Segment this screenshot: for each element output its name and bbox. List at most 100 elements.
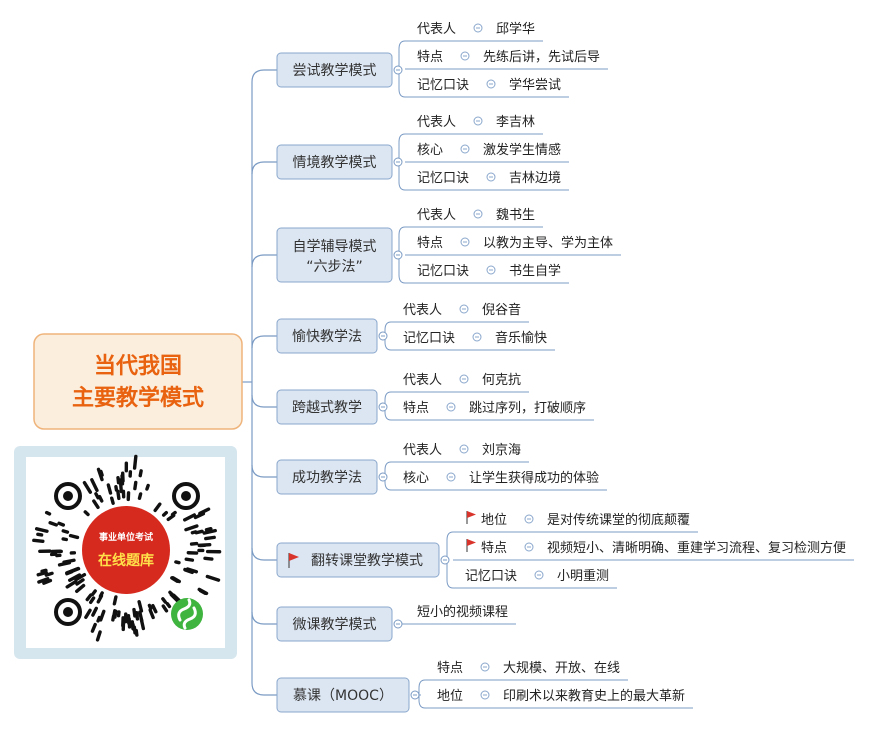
leaf-item[interactable]: 特点先练后讲，先试后导 — [417, 50, 600, 65]
collapse-toggle-icon[interactable] — [378, 472, 388, 482]
branch-node[interactable]: 慕课（MOOC） — [276, 677, 420, 713]
leaf-item[interactable]: 短小的视频课程 — [417, 604, 508, 620]
qr-dot — [204, 526, 213, 532]
collapse-toggle-icon[interactable] — [473, 116, 483, 126]
branch-label: 翻转课堂教学模式 — [311, 553, 423, 569]
collapse-toggle-icon[interactable] — [486, 265, 496, 275]
leaf-item[interactable]: 代表人何克抗 — [403, 372, 521, 388]
collapse-toggle-icon[interactable] — [524, 542, 534, 552]
leaf-item[interactable]: 记忆口诀吉林边境 — [417, 170, 561, 186]
leaf-item[interactable]: 代表人邱学华 — [417, 21, 535, 37]
leaf-key: 核心 — [403, 471, 429, 486]
collapse-toggle-icon[interactable] — [459, 304, 469, 314]
leaf-value: 以教为主导、学为主体 — [483, 235, 613, 251]
leaf-item[interactable]: 特点视频短小、清晰明确、重建学习流程、复习检测方便 — [466, 539, 846, 556]
leaf-item[interactable]: 地位印刷术以来教育史上的最大革新 — [437, 688, 685, 704]
leaf-value: 大规模、开放、在线 — [503, 661, 620, 676]
collapse-toggle-icon[interactable] — [460, 51, 470, 61]
collapse-toggle-icon[interactable] — [393, 619, 403, 629]
qr-dot — [183, 567, 193, 574]
leaf-value: 印刷术以来教育史上的最大革新 — [503, 688, 685, 704]
leaf-key: 特点 — [437, 661, 463, 676]
collapse-toggle-icon[interactable] — [460, 144, 470, 154]
collapse-toggle-icon[interactable] — [460, 237, 470, 247]
collapse-toggle-icon[interactable] — [486, 79, 496, 89]
branch-node[interactable]: 跨越式教学 — [276, 389, 388, 425]
branch-node[interactable]: 翻转课堂教学模式 — [276, 542, 450, 578]
collapse-toggle-icon[interactable] — [472, 332, 482, 342]
leaf-value: 书生自学 — [509, 263, 561, 279]
leaf-value: 小明重测 — [557, 568, 609, 584]
collapse-toggle-icon[interactable] — [486, 172, 496, 182]
qr-dot — [75, 578, 85, 586]
collapse-toggle-icon[interactable] — [459, 444, 469, 454]
qr-dot — [88, 596, 96, 605]
root-title-line-1: 当代我国 — [94, 354, 182, 379]
qr-dot — [138, 469, 143, 478]
leaf-item[interactable]: 特点以教为主导、学为主体 — [417, 235, 613, 251]
qr-dot — [91, 606, 98, 617]
collapse-toggle-icon[interactable] — [473, 23, 483, 33]
branch-node[interactable]: 愉快教学法 — [276, 318, 388, 354]
collapse-toggle-icon[interactable] — [393, 250, 403, 260]
qr-dot — [96, 594, 104, 604]
qr-dot — [61, 529, 70, 534]
leaf-item[interactable]: 代表人倪谷音 — [403, 302, 521, 318]
leaf-item[interactable]: 记忆口诀学华尝试 — [417, 77, 561, 93]
collapse-toggle-icon[interactable] — [378, 402, 388, 412]
qr-dot — [83, 510, 90, 517]
branch-node[interactable]: 尝试教学模式 — [276, 52, 403, 88]
root-node[interactable]: 当代我国 主要教学模式 — [33, 333, 243, 430]
qr-dot — [147, 603, 153, 611]
collapse-toggle-icon[interactable] — [446, 402, 456, 412]
qr-dot — [61, 537, 69, 542]
qr-dot — [198, 589, 207, 595]
qr-dot — [174, 560, 181, 565]
leaf-item[interactable]: 核心激发学生情感 — [417, 142, 561, 158]
leaf-item[interactable]: 记忆口诀小明重测 — [465, 568, 609, 584]
qr-dot — [151, 603, 158, 614]
leaf-value: 视频短小、清晰明确、重建学习流程、复习检测方便 — [547, 540, 846, 556]
leaf-item[interactable]: 特点跳过序列，打破顺序 — [403, 401, 586, 416]
leaf-item[interactable]: 记忆口诀书生自学 — [417, 263, 561, 279]
leaf-value: 邱学华 — [496, 21, 535, 37]
qr-dot — [114, 485, 119, 492]
leaf-value: 何克抗 — [482, 372, 521, 388]
qr-dot — [112, 595, 118, 606]
collapse-toggle-icon[interactable] — [378, 331, 388, 341]
branch-node[interactable]: 成功教学法 — [276, 459, 388, 495]
collapse-toggle-icon[interactable] — [393, 65, 403, 75]
qr-dot — [99, 469, 104, 477]
collapse-toggle-icon[interactable] — [524, 514, 534, 524]
collapse-toggle-icon[interactable] — [410, 690, 420, 700]
qr-finder-icon — [54, 482, 82, 510]
collapse-toggle-icon[interactable] — [393, 157, 403, 167]
collapse-toggle-icon[interactable] — [459, 374, 469, 384]
qr-dot — [97, 494, 104, 503]
branch-label: 尝试教学模式 — [293, 63, 377, 79]
qr-badge-line-1: 事业单位考试 — [99, 531, 153, 543]
branch-label: “六步法” — [306, 259, 363, 275]
qr-dot — [203, 556, 214, 561]
collapse-toggle-icon[interactable] — [480, 662, 490, 672]
leaf-item[interactable]: 特点 大规模、开放、在线 — [437, 661, 620, 676]
collapse-toggle-icon[interactable] — [473, 209, 483, 219]
leaf-item[interactable]: 代表人李吉林 — [417, 115, 535, 130]
leaf-item[interactable]: 代表人刘京海 — [403, 443, 521, 458]
qr-dot — [36, 532, 44, 537]
branch-node[interactable]: 情境教学模式 — [276, 144, 403, 180]
leaf-item[interactable]: 代表人魏书生 — [417, 208, 535, 223]
qr-dot — [57, 521, 66, 527]
collapse-toggle-icon[interactable] — [446, 472, 456, 482]
branch-node[interactable]: 自学辅导模式“六步法” — [276, 227, 403, 283]
collapse-toggle-icon[interactable] — [480, 690, 490, 700]
leaf-item[interactable]: 核心让学生获得成功的体验 — [403, 470, 599, 486]
leaf-item[interactable]: 记忆口诀音乐愉快 — [403, 330, 547, 346]
collapse-toggle-icon[interactable] — [440, 555, 450, 565]
branch-node[interactable]: 微课教学模式 — [276, 606, 403, 642]
qr-code-icon — [32, 454, 222, 642]
qr-dot — [40, 568, 48, 573]
leaf-item[interactable]: 地位是对传统课堂的彻底颠覆 — [466, 511, 690, 528]
collapse-toggle-icon[interactable] — [534, 570, 544, 580]
